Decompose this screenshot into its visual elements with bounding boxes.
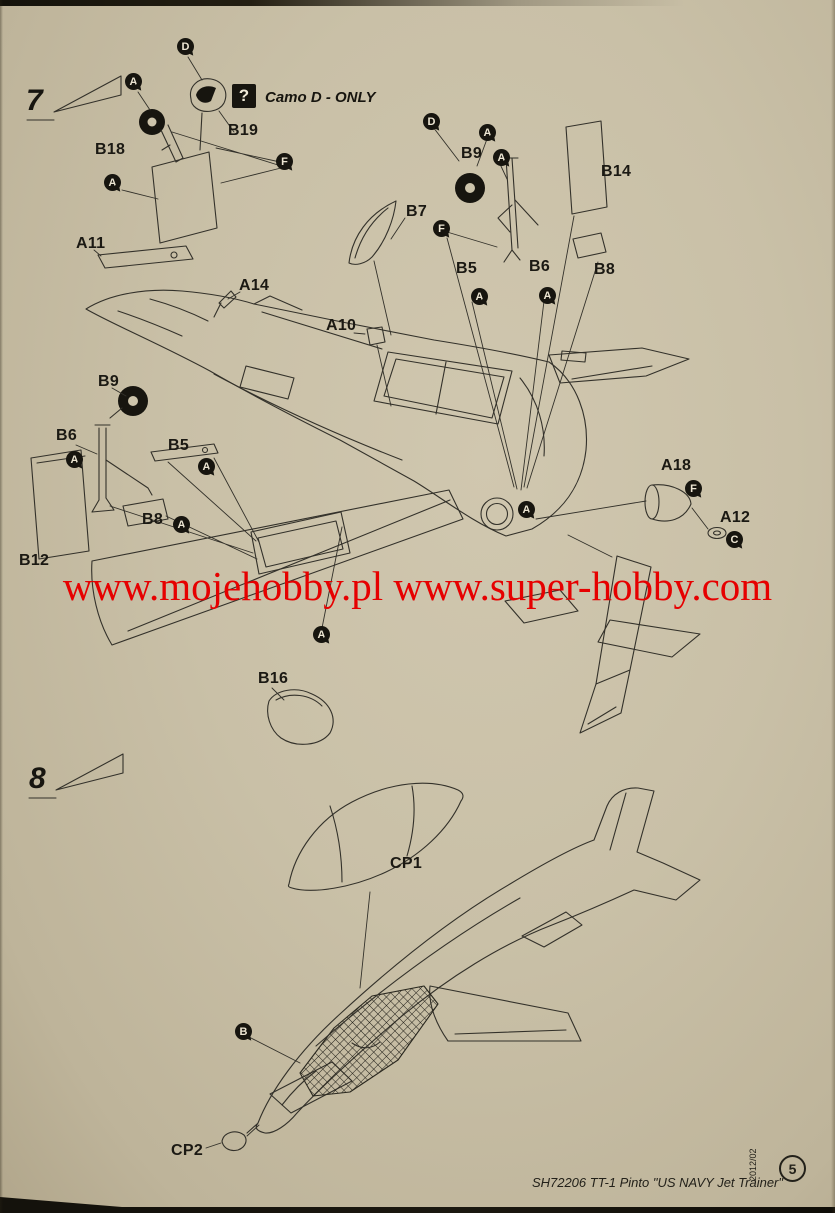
part-label-b18: B18 bbox=[95, 141, 126, 158]
callout-b-icon: B bbox=[235, 1023, 252, 1040]
scan-corner-bottom-left bbox=[0, 1197, 195, 1213]
b14-b8-doors-drawing bbox=[565, 120, 608, 259]
footer-date: 2012/02 bbox=[748, 1148, 758, 1181]
tail-unit-drawing bbox=[504, 555, 701, 734]
b16-canopy-drawing bbox=[267, 689, 334, 745]
cp1-canopy-drawing bbox=[287, 782, 464, 891]
cp2-windscreen-drawing bbox=[221, 1131, 247, 1152]
camo-note-label: Camo D - ONLY bbox=[265, 89, 376, 106]
leader-lines-step7 bbox=[75, 56, 709, 701]
callout-a-icon: A bbox=[518, 501, 535, 518]
callout-a-icon: A bbox=[479, 124, 496, 141]
callout-a-icon: A bbox=[104, 174, 121, 191]
b7-fin-drawing bbox=[348, 200, 397, 265]
part-label-a14: A14 bbox=[239, 277, 270, 294]
part-label-b5-top: B5 bbox=[456, 260, 478, 277]
part-label-b6-top: B6 bbox=[529, 258, 551, 275]
part-label-b9-top: B9 bbox=[461, 145, 483, 162]
leader-lines-step8 bbox=[205, 891, 371, 1149]
callout-c-icon: C bbox=[726, 531, 743, 548]
part-label-b14: B14 bbox=[601, 163, 632, 180]
part-label-b5-left: B5 bbox=[168, 437, 190, 454]
fuselage-step7-drawing bbox=[85, 289, 690, 537]
callout-a-icon: A bbox=[539, 287, 556, 304]
b18-b19-gear-drawing bbox=[139, 78, 227, 244]
callout-a-icon: A bbox=[173, 516, 190, 533]
a11-a14-a10-parts-drawing bbox=[97, 245, 386, 346]
scan-edge-right bbox=[831, 0, 835, 1213]
callout-f-icon: F bbox=[433, 220, 450, 237]
step8-aircraft-drawing bbox=[246, 787, 701, 1134]
left-main-gear-drawing bbox=[30, 386, 219, 560]
step-number-8: 8 bbox=[29, 762, 46, 795]
callout-a-icon: A bbox=[198, 458, 215, 475]
step-flag-triangles bbox=[26, 75, 124, 799]
callout-f-icon: F bbox=[685, 480, 702, 497]
part-label-b8-top: B8 bbox=[594, 261, 616, 278]
part-label-a11: A11 bbox=[76, 235, 106, 252]
part-label-b9-left: B9 bbox=[98, 373, 120, 390]
a18-a12-tailcone-drawing bbox=[644, 484, 727, 540]
nose-gear-b9-drawing bbox=[455, 157, 539, 263]
footer-kit-title: SH72206 TT-1 Pinto "US NAVY Jet Trainer" bbox=[531, 1175, 783, 1190]
callout-d-icon: D bbox=[177, 38, 194, 55]
scan-edge-bottom bbox=[0, 1207, 835, 1213]
question-mark-icon: ? bbox=[232, 84, 256, 108]
callout-a-icon: A bbox=[313, 626, 330, 643]
part-label-b19: B19 bbox=[228, 122, 259, 139]
callout-a-icon: A bbox=[66, 451, 83, 468]
callout-a-icon: A bbox=[493, 149, 510, 166]
part-label-cp2: CP2 bbox=[171, 1142, 204, 1159]
part-label-b7: B7 bbox=[406, 203, 428, 220]
part-label-a18: A18 bbox=[661, 457, 692, 474]
part-label-b16: B16 bbox=[258, 670, 289, 687]
step-number-7: 7 bbox=[26, 84, 43, 117]
part-label-b12: B12 bbox=[19, 552, 50, 569]
callout-a-icon: A bbox=[125, 73, 142, 90]
scan-edge-top bbox=[0, 0, 835, 6]
part-label-b6-left: B6 bbox=[56, 427, 78, 444]
part-label-b8-left: B8 bbox=[142, 511, 164, 528]
callout-f-icon: F bbox=[276, 153, 293, 170]
part-label-a10: A10 bbox=[326, 317, 357, 334]
page-number-badge: 5 bbox=[779, 1155, 806, 1182]
callout-d-icon: D bbox=[423, 113, 440, 130]
scan-edge-left bbox=[0, 0, 3, 1213]
left-wing-drawing bbox=[91, 489, 464, 646]
watermark-text: www.mojehobby.pl www.super-hobby.com bbox=[62, 563, 773, 609]
part-label-cp1: CP1 bbox=[390, 855, 423, 872]
callout-a-icon: A bbox=[471, 288, 488, 305]
part-label-a12: A12 bbox=[720, 509, 751, 526]
